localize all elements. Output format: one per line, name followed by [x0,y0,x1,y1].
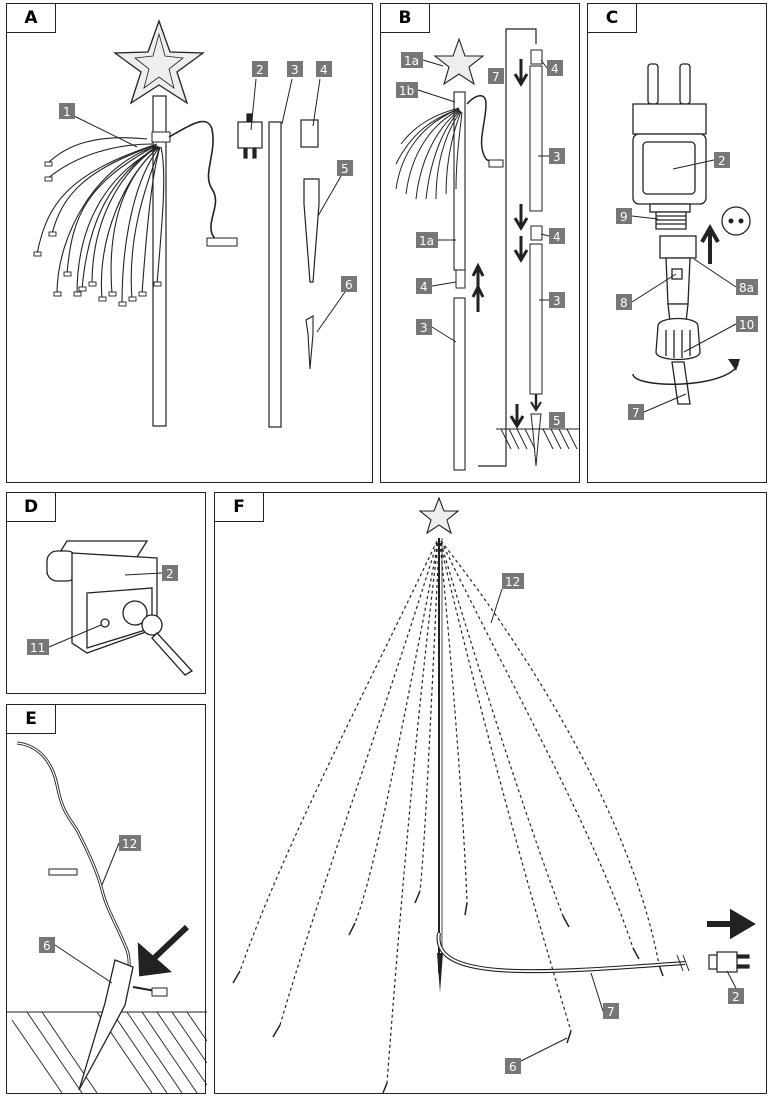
panel-e-tag: E [6,704,56,734]
label-1: 1 [63,105,71,119]
label-5: 5 [341,162,349,176]
ground-hatch [496,428,579,450]
label-6: 6 [345,278,353,292]
label-3-left: 3 [420,321,428,335]
label-9: 9 [620,210,628,224]
label-10: 10 [739,318,754,332]
label-2: 2 [256,63,264,77]
label-4-top: 4 [551,62,559,76]
panel-c-drawing: 2 9 8a 8 10 7 [616,63,758,420]
label-4-left: 4 [420,280,428,294]
light-cluster [395,107,463,200]
transformer [237,113,263,159]
label-7: 7 [607,1005,615,1019]
strand-ends [232,890,664,1094]
panel-f-drawing: 12 7 2 6 [232,496,756,1094]
panel-b-labels: 1a 1b 7 4 3 1a 4 3 4 3 [396,52,565,428]
star-topper [433,37,485,86]
label-11: 11 [30,641,45,655]
label-1a-pole: 1a [419,234,434,248]
label-3-top: 3 [553,150,561,164]
socket-detail-icon [721,206,751,236]
panel-d-labels: 2 11 [27,565,178,655]
cable-connector [655,235,701,405]
panel-b-tag: B [380,3,430,33]
panel-d-tag: D [6,492,56,522]
panel-b-drawing: 1a 1b 7 4 3 1a 4 3 4 3 [395,28,579,471]
label-6: 6 [43,939,51,953]
connector-sleeve [300,119,319,148]
panel-a: A [6,3,373,483]
light-bulbs [33,161,162,307]
panel-a-drawing: 1 2 3 4 5 6 [33,19,357,428]
label-6: 6 [509,1060,517,1074]
panel-a-labels: 1 2 3 4 5 6 [59,61,357,333]
panel-d: D 2 11 [6,492,206,694]
transformer-plug [632,63,707,230]
pole-segment [268,121,282,428]
label-2: 2 [718,154,726,168]
panel-c: C 2 [587,3,767,483]
panel-c-tag: C [587,3,637,33]
label-8: 8 [620,296,628,310]
transformer-front [45,540,194,676]
ground-spike [303,178,320,283]
panel-f: F [214,492,767,1094]
label-5: 5 [553,414,561,428]
twist-arrow [632,363,739,385]
panel-f-labels: 12 7 2 6 [490,573,744,1074]
label-12: 12 [122,837,137,851]
label-4: 4 [320,63,328,77]
panel-f-tag: F [214,492,264,522]
panel-a-tag: A [6,3,56,33]
panel-c-labels: 2 9 8a 8 10 7 [616,152,758,420]
light-strands [239,540,660,1084]
lead-cable [168,120,218,243]
label-1b: 1b [399,84,414,98]
label-12: 12 [505,575,520,589]
ground-peg [305,315,314,370]
panel-e-labels: 12 6 [39,835,141,984]
label-2: 2 [732,990,740,1004]
label-2: 2 [166,567,174,581]
label-7: 7 [492,70,500,84]
direction-arrow-icon [707,908,756,940]
panel-e: E 12 6 [6,704,207,1094]
label-3-mid: 3 [553,294,561,308]
pole-with-lights [152,95,167,427]
star-topper [418,496,460,535]
insert-arrow-icon [137,924,190,977]
star-topper [113,19,205,105]
panel-b: B [380,3,580,483]
label-7: 7 [632,406,640,420]
ground-peg [78,959,134,1091]
light-strand [16,741,131,991]
light-cluster [36,137,165,305]
label-8a: 8a [739,281,754,295]
label-1a: 1a [404,54,419,68]
panel-d-drawing: 2 11 [27,540,194,676]
label-4-mid: 4 [553,230,561,244]
label-3: 3 [291,63,299,77]
panel-e-drawing: 12 6 [7,741,207,1094]
transformer-plug [708,951,750,973]
